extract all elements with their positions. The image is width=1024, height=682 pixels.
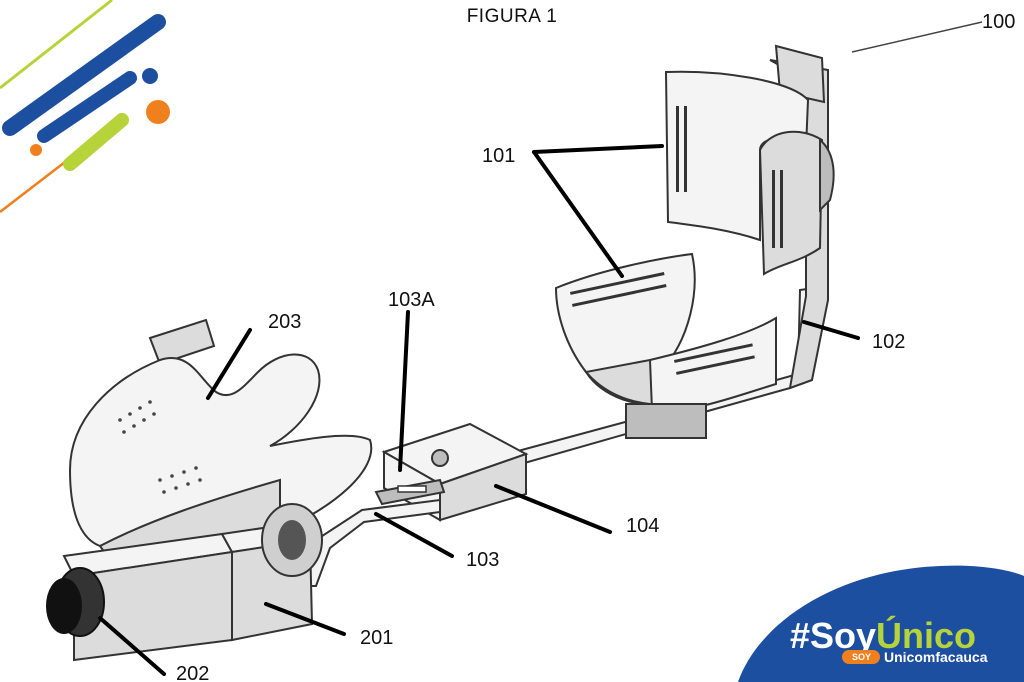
brand-institution: Unicomfacauca bbox=[884, 649, 988, 665]
label-102: 102 bbox=[872, 331, 905, 353]
leader-lines bbox=[98, 21, 983, 676]
upper-cuff-101 bbox=[664, 44, 835, 276]
label-103a: 103A bbox=[388, 289, 435, 311]
part-labels: 100 101 102 103A 103 104 201 202 203 bbox=[176, 11, 1015, 682]
housing-201 bbox=[62, 503, 323, 662]
label-201: 201 bbox=[360, 627, 393, 649]
label-100: 100 bbox=[982, 11, 1015, 33]
label-103: 103 bbox=[466, 549, 499, 571]
label-202: 202 bbox=[176, 663, 209, 682]
label-203: 203 bbox=[268, 311, 301, 333]
brand-soy-pill bbox=[842, 650, 880, 664]
hand-splint-203 bbox=[68, 318, 373, 562]
knob-202 bbox=[46, 567, 105, 637]
brand-hashtag: #SoyÚnico bbox=[790, 614, 976, 656]
decorative-stripes bbox=[0, 0, 170, 213]
brand-badge: #SoyÚnico SOY Unicomfacauca bbox=[738, 565, 1024, 682]
label-101: 101 bbox=[482, 145, 515, 167]
figure-title: FIGURA 1 bbox=[466, 6, 558, 27]
lower-cuff bbox=[554, 252, 777, 439]
label-104: 104 bbox=[626, 515, 659, 537]
brand-soy: SOY bbox=[852, 652, 871, 662]
